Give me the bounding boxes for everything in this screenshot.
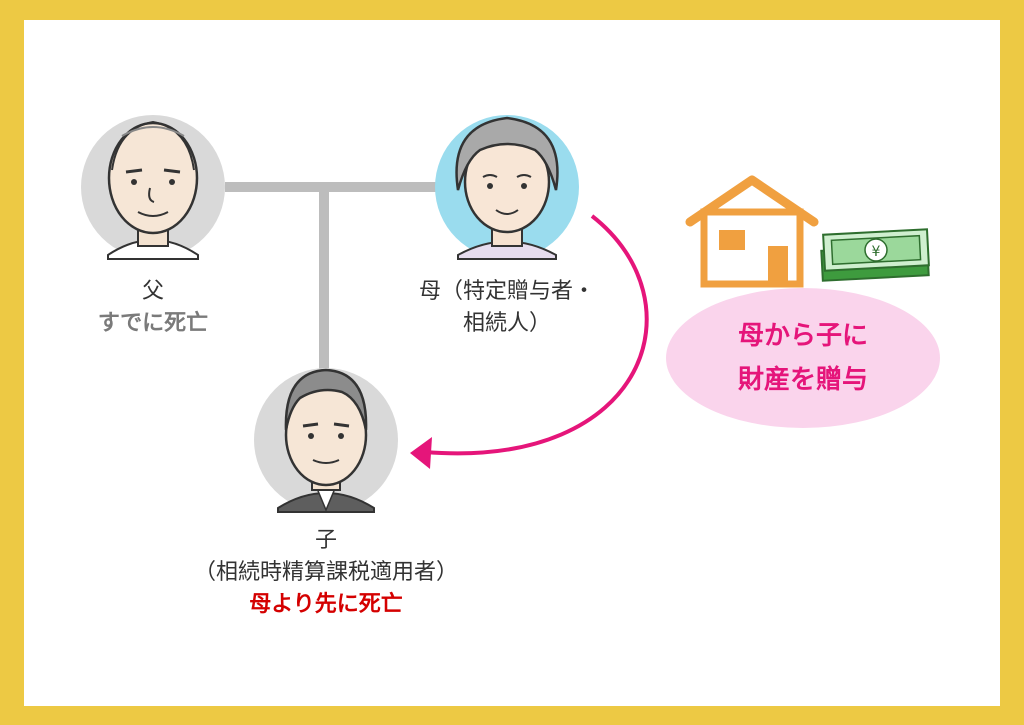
father-label: 父 すでに死亡 <box>73 276 233 340</box>
mother-label: 母（特定贈与者・ 相続人） <box>392 276 622 340</box>
child-name: 子 <box>314 528 337 553</box>
gift-text: 母から子に 財産を贈与 <box>683 314 923 402</box>
mother-role-line1: 母（特定贈与者・ <box>418 279 595 304</box>
child-role: （相続時精算課税適用者） <box>193 560 458 585</box>
gift-line2: 財産を贈与 <box>737 365 868 395</box>
mother-avatar <box>435 115 579 260</box>
gift-bubble <box>666 288 940 428</box>
gift-line1: 母から子に <box>737 321 868 351</box>
father-avatar <box>81 115 225 260</box>
yen-banknote-icon: ¥ <box>820 228 930 282</box>
svg-text:¥: ¥ <box>872 244 881 260</box>
father-name: 父 <box>141 279 164 304</box>
gift-arrow <box>410 214 649 469</box>
child-status: 母より先に死亡 <box>249 592 403 617</box>
family-connector-lines <box>225 182 440 372</box>
child-avatar <box>254 368 398 513</box>
father-status: すでに死亡 <box>97 311 209 336</box>
child-label: 子 （相続時精算課税適用者） 母より先に死亡 <box>166 525 486 621</box>
house-icon <box>685 175 819 288</box>
mother-role-line2: 相続人） <box>462 311 551 336</box>
